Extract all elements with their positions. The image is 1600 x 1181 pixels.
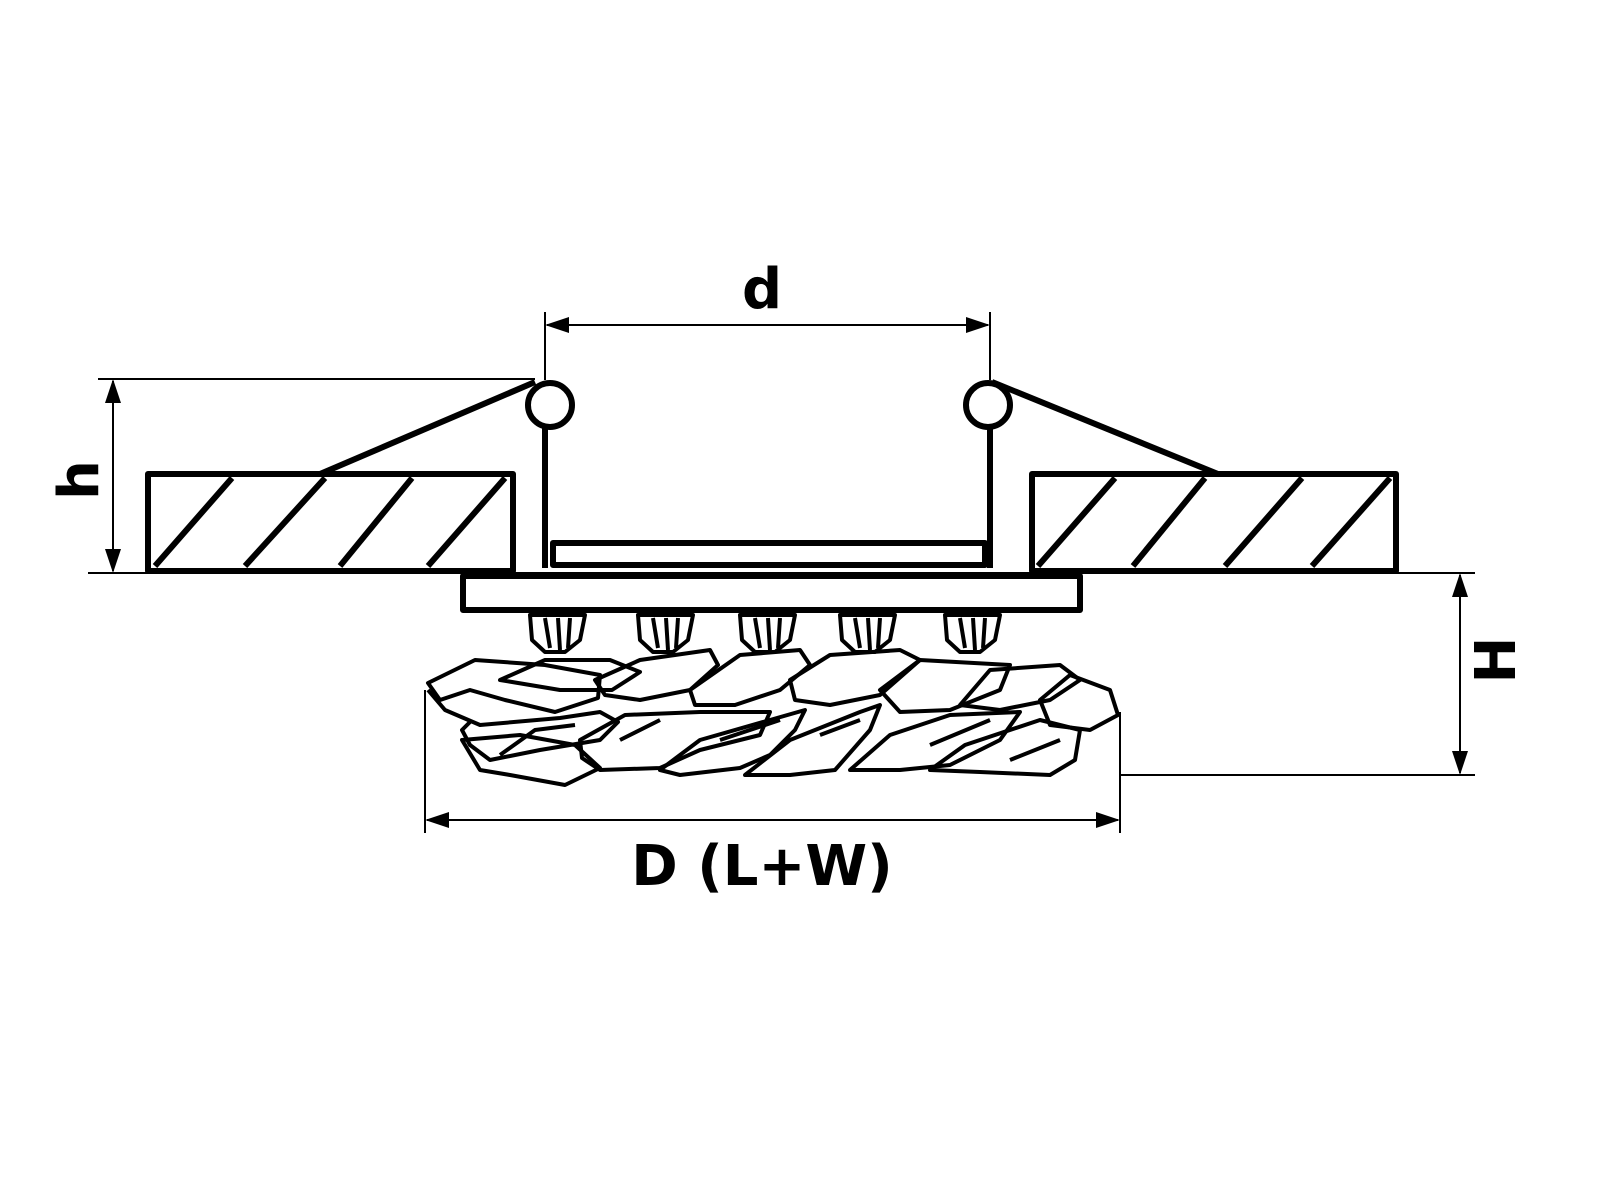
mounting-plate [460, 573, 1083, 613]
mounting-spring-right [963, 379, 1220, 568]
ceiling-section-right [1029, 471, 1399, 574]
lamp-housing [550, 540, 988, 568]
dimension-H: H [1120, 573, 1529, 776]
dimension-D-label: D (L+W) [631, 834, 893, 899]
dimension-d-label: d [742, 257, 782, 322]
dimension-h-label: h [47, 460, 112, 500]
crystal-cluster [426, 648, 1120, 787]
dimension-h: h [47, 378, 535, 573]
dimension-H-label: H [1464, 637, 1529, 684]
dimension-d: d [544, 257, 991, 380]
dimension-D: D (L+W) [424, 690, 1121, 899]
mounting-spring-left [318, 379, 575, 568]
ceiling-section-left [145, 471, 516, 574]
crystal-holders [528, 613, 1002, 654]
